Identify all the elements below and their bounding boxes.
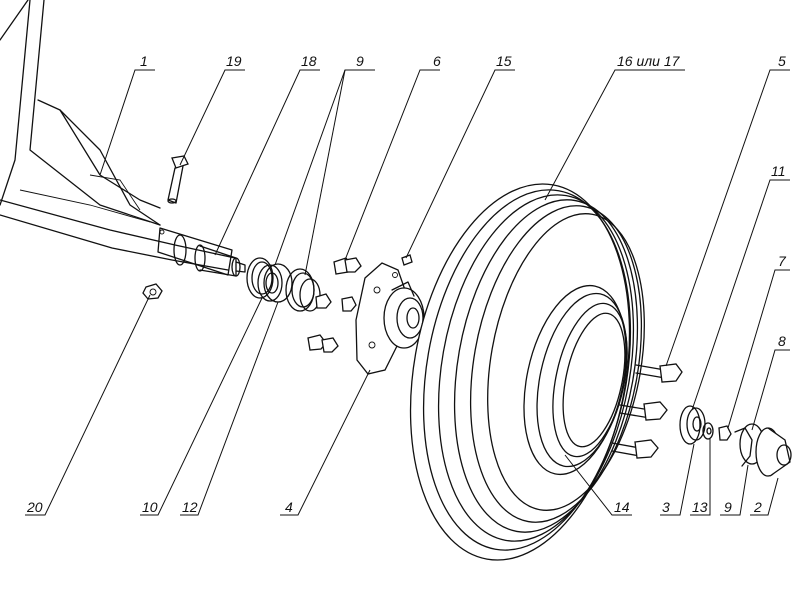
nuts-6 — [307, 257, 362, 353]
callout-1: 1 — [140, 53, 148, 69]
callout-10: 10 — [142, 499, 158, 515]
hub-4 — [355, 262, 425, 375]
callout-12: 12 — [182, 499, 198, 515]
callout-3: 3 — [662, 499, 670, 515]
bolt-19 — [167, 155, 189, 204]
callout-11: 11 — [771, 163, 786, 179]
callout-9-bottom: 9 — [724, 499, 732, 515]
callout-20: 20 — [26, 499, 43, 515]
callout-5: 5 — [778, 53, 786, 69]
callout-16-or-17: 16 или 17 — [617, 53, 681, 69]
castle-nut-7 — [718, 425, 732, 441]
frame-arm — [0, 0, 236, 271]
retaining-ring-10 — [246, 257, 274, 299]
washer-13 — [702, 422, 714, 440]
callout-9-top: 9 — [356, 53, 364, 69]
tire — [409, 183, 645, 561]
bearing-3 — [679, 405, 706, 445]
callout-19: 19 — [226, 53, 242, 69]
wheel-bolts-5 — [611, 363, 683, 459]
callout-13: 13 — [692, 499, 708, 515]
callout-labels: 1 19 18 9 6 15 16 или 17 5 11 7 8 20 10 … — [26, 53, 787, 515]
callout-15: 15 — [496, 53, 512, 69]
retaining-ring-9-left — [285, 268, 321, 312]
callout-8: 8 — [778, 333, 786, 349]
callout-6: 6 — [433, 53, 441, 69]
axle-stub — [157, 227, 246, 277]
nut-20 — [142, 283, 163, 300]
callout-18: 18 — [301, 53, 317, 69]
callout-7: 7 — [778, 253, 787, 269]
callout-2: 2 — [753, 499, 762, 515]
dust-cap-2 — [755, 427, 792, 477]
callout-4: 4 — [285, 499, 293, 515]
callout-14: 14 — [614, 499, 630, 515]
leader-lines — [25, 69, 790, 516]
